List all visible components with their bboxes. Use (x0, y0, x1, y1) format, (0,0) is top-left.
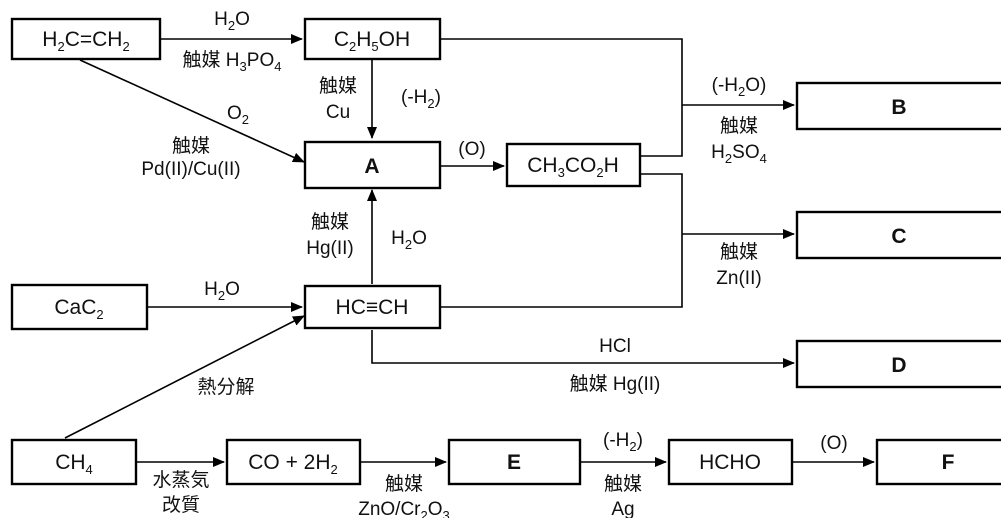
label-cu: Cu (326, 102, 350, 123)
label-catalyst-h2so4: 触媒 (720, 115, 758, 137)
label-hg-ii: Hg(II) (306, 238, 354, 259)
label-catalyst-pd: 触媒 (172, 135, 210, 157)
line-acetic-to-b (640, 105, 683, 157)
arrow-acetylene-to-d (371, 330, 795, 368)
label-minus-h2-top: (-H2) (401, 87, 441, 111)
node-acetylene-label: HC≡CH (336, 296, 409, 319)
label-water-a: H2O (391, 228, 427, 252)
node-acetic-acid-label: CH3CO2H (527, 154, 618, 180)
label-steam-1: 水蒸気 (152, 469, 209, 491)
label-catalyst-hg: 触媒 (311, 211, 349, 233)
nodes: H2C=CH2 C2H5OH A CH3CO2H B C CaC2 HC≡CH (10, 17, 1001, 486)
line-acetylene-to-c (440, 234, 683, 308)
label-zno-cr2o3: ZnO/Cr2O3 (358, 499, 450, 518)
node-ethanol: C2H5OH (303, 17, 442, 61)
node-ethylene-label: H2C=CH2 (42, 28, 129, 54)
node-f: F (875, 438, 1001, 486)
line-ethanol-to-b (440, 38, 683, 105)
label-steam-2: 改質 (162, 494, 200, 516)
node-d-label: D (891, 354, 906, 377)
label-catalyst-hg-d: 触媒 Hg(II) (570, 373, 661, 395)
line-acetic-to-c (640, 173, 683, 234)
label-pyrolysis: 熱分解 (197, 376, 254, 398)
label-pd-cu: Pd(II)/Cu(II) (141, 159, 240, 180)
label-hcl: HCl (599, 336, 631, 357)
node-e: E (447, 438, 582, 486)
label-oxidation-bottom: (O) (820, 433, 847, 454)
node-a: A (303, 140, 442, 190)
node-cac2-label: CaC2 (54, 296, 103, 322)
node-d: D (795, 339, 1001, 389)
label-catalyst-zno: 触媒 (385, 473, 423, 495)
label-catalyst-zn: 触媒 (720, 241, 758, 263)
node-f-label: F (942, 451, 955, 474)
label-catalyst-h3po4: 触媒 H3PO4 (183, 49, 282, 74)
node-syngas-label: CO + 2H2 (248, 451, 338, 477)
node-b-label: B (891, 96, 906, 119)
node-hcho: HCHO (667, 438, 794, 486)
node-ethylene: H2C=CH2 (10, 17, 162, 61)
label-ag: Ag (611, 499, 634, 518)
label-catalyst-ag: 触媒 (604, 473, 642, 495)
label-water-cac2: H2O (204, 279, 240, 303)
label-h2so4: H2SO4 (711, 142, 767, 166)
label-oxidation-top: (O) (458, 139, 485, 160)
node-ch4: CH4 (10, 438, 138, 486)
label-minus-h2o: (-H2O) (712, 75, 767, 99)
label-o2: O2 (227, 103, 249, 127)
arrow-ethylene-to-a (79, 59, 305, 163)
node-acetic-acid: CH3CO2H (505, 142, 642, 188)
label-minus-h2-bottom: (-H2) (603, 430, 643, 454)
node-hcho-label: HCHO (699, 451, 761, 474)
node-acetylene: HC≡CH (303, 284, 442, 330)
condition-labels: H2O 触媒 H3PO4 O2 触媒 Pd(II)/Cu(II) 触媒 Cu (… (141, 9, 847, 518)
arrow-ch4-to-acetylene (64, 315, 305, 439)
node-syngas: CO + 2H2 (225, 438, 362, 486)
node-c-label: C (891, 225, 906, 248)
node-cac2: CaC2 (10, 283, 149, 331)
node-ethanol-label: C2H5OH (334, 28, 410, 54)
label-zn-ii: Zn(II) (716, 268, 761, 289)
node-e-label: E (507, 451, 521, 474)
connectors (64, 34, 875, 467)
node-a-label: A (364, 155, 379, 178)
node-ch4-label: CH4 (55, 451, 93, 477)
node-c: C (795, 210, 1001, 260)
node-b: B (795, 81, 1001, 131)
label-water-top: H2O (214, 9, 250, 33)
label-catalyst-cu: 触媒 (319, 75, 357, 97)
